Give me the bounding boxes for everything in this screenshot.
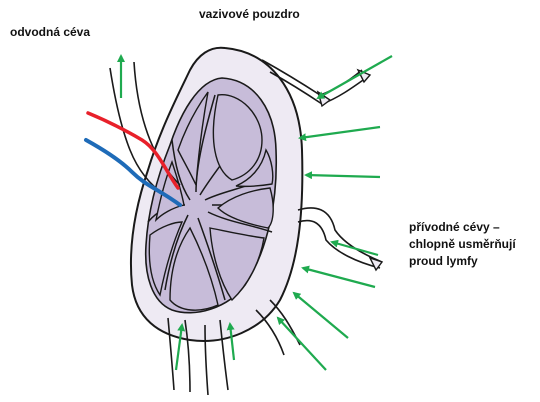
artery <box>86 111 180 190</box>
afferent-label-line-3: proud lymfy <box>409 254 478 268</box>
arrow-in-6 <box>292 291 349 339</box>
capsule-label: vazivové pouzdro <box>199 7 300 21</box>
arrow-in-7 <box>276 316 327 371</box>
arrow-in-9 <box>174 323 186 371</box>
arrow-in-1 <box>316 55 393 99</box>
arrow-in-8 <box>226 322 236 361</box>
arrow-in-4 <box>330 239 379 257</box>
arrow-in-3 <box>304 171 381 180</box>
valves <box>316 68 384 272</box>
arrow-in-2 <box>298 125 381 142</box>
afferent-label-line-2: chlopně usměrňují <box>409 237 516 251</box>
flow-arrows <box>117 54 393 371</box>
afferent-label-line-1: přívodné cévy – <box>409 220 500 234</box>
vein <box>84 138 182 207</box>
efferent-label: odvodná céva <box>10 25 91 39</box>
arrow-in-5 <box>301 265 376 289</box>
lobules <box>148 91 274 311</box>
afferent-label: přívodné cévy – chlopně usměrňují proud … <box>409 219 516 270</box>
